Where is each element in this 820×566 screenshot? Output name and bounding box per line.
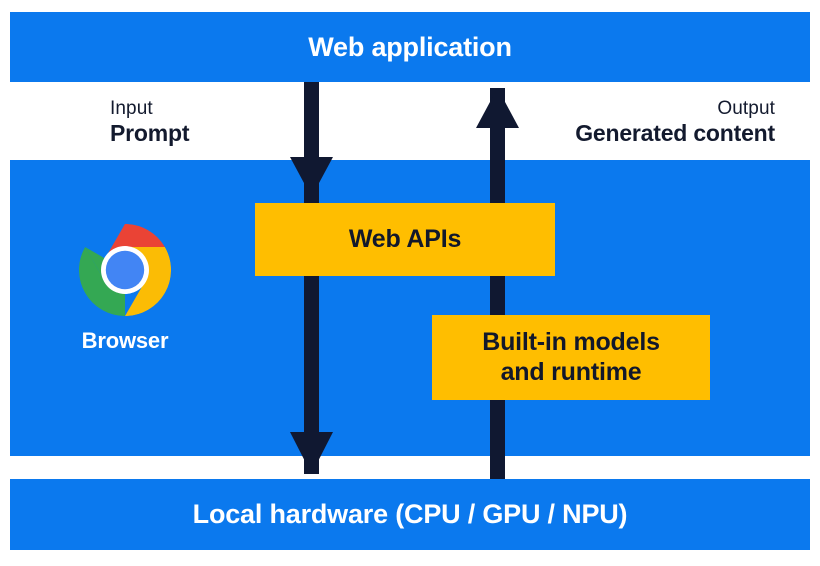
flow-label-input: Input Prompt (110, 98, 190, 148)
browser-caption-label: Browser (81, 328, 169, 353)
flow-input-kind: Input (110, 98, 153, 119)
layer-local-hardware-label: Local hardware (CPU / GPU / NPU) (192, 499, 628, 529)
component-builtin-models-runtime-label: Built-in models and runtime (482, 328, 660, 386)
component-builtin-models-runtime: Built-in models and runtime (432, 315, 710, 400)
layer-web-application: Web application (10, 12, 810, 82)
layer-web-application-label: Web application (308, 31, 512, 62)
chrome-logo-icon (78, 223, 172, 317)
browser-identity: Browser (60, 222, 190, 352)
flow-output-value: Generated content (575, 120, 775, 147)
flow-label-output: Output Generated content (575, 98, 775, 148)
component-web-apis-label: Web APIs (348, 224, 462, 253)
layer-local-hardware: Local hardware (CPU / GPU / NPU) (10, 479, 810, 550)
component-web-apis: Web APIs (255, 203, 555, 276)
flow-input-value: Prompt (110, 120, 190, 147)
flow-output-kind: Output (717, 98, 775, 119)
